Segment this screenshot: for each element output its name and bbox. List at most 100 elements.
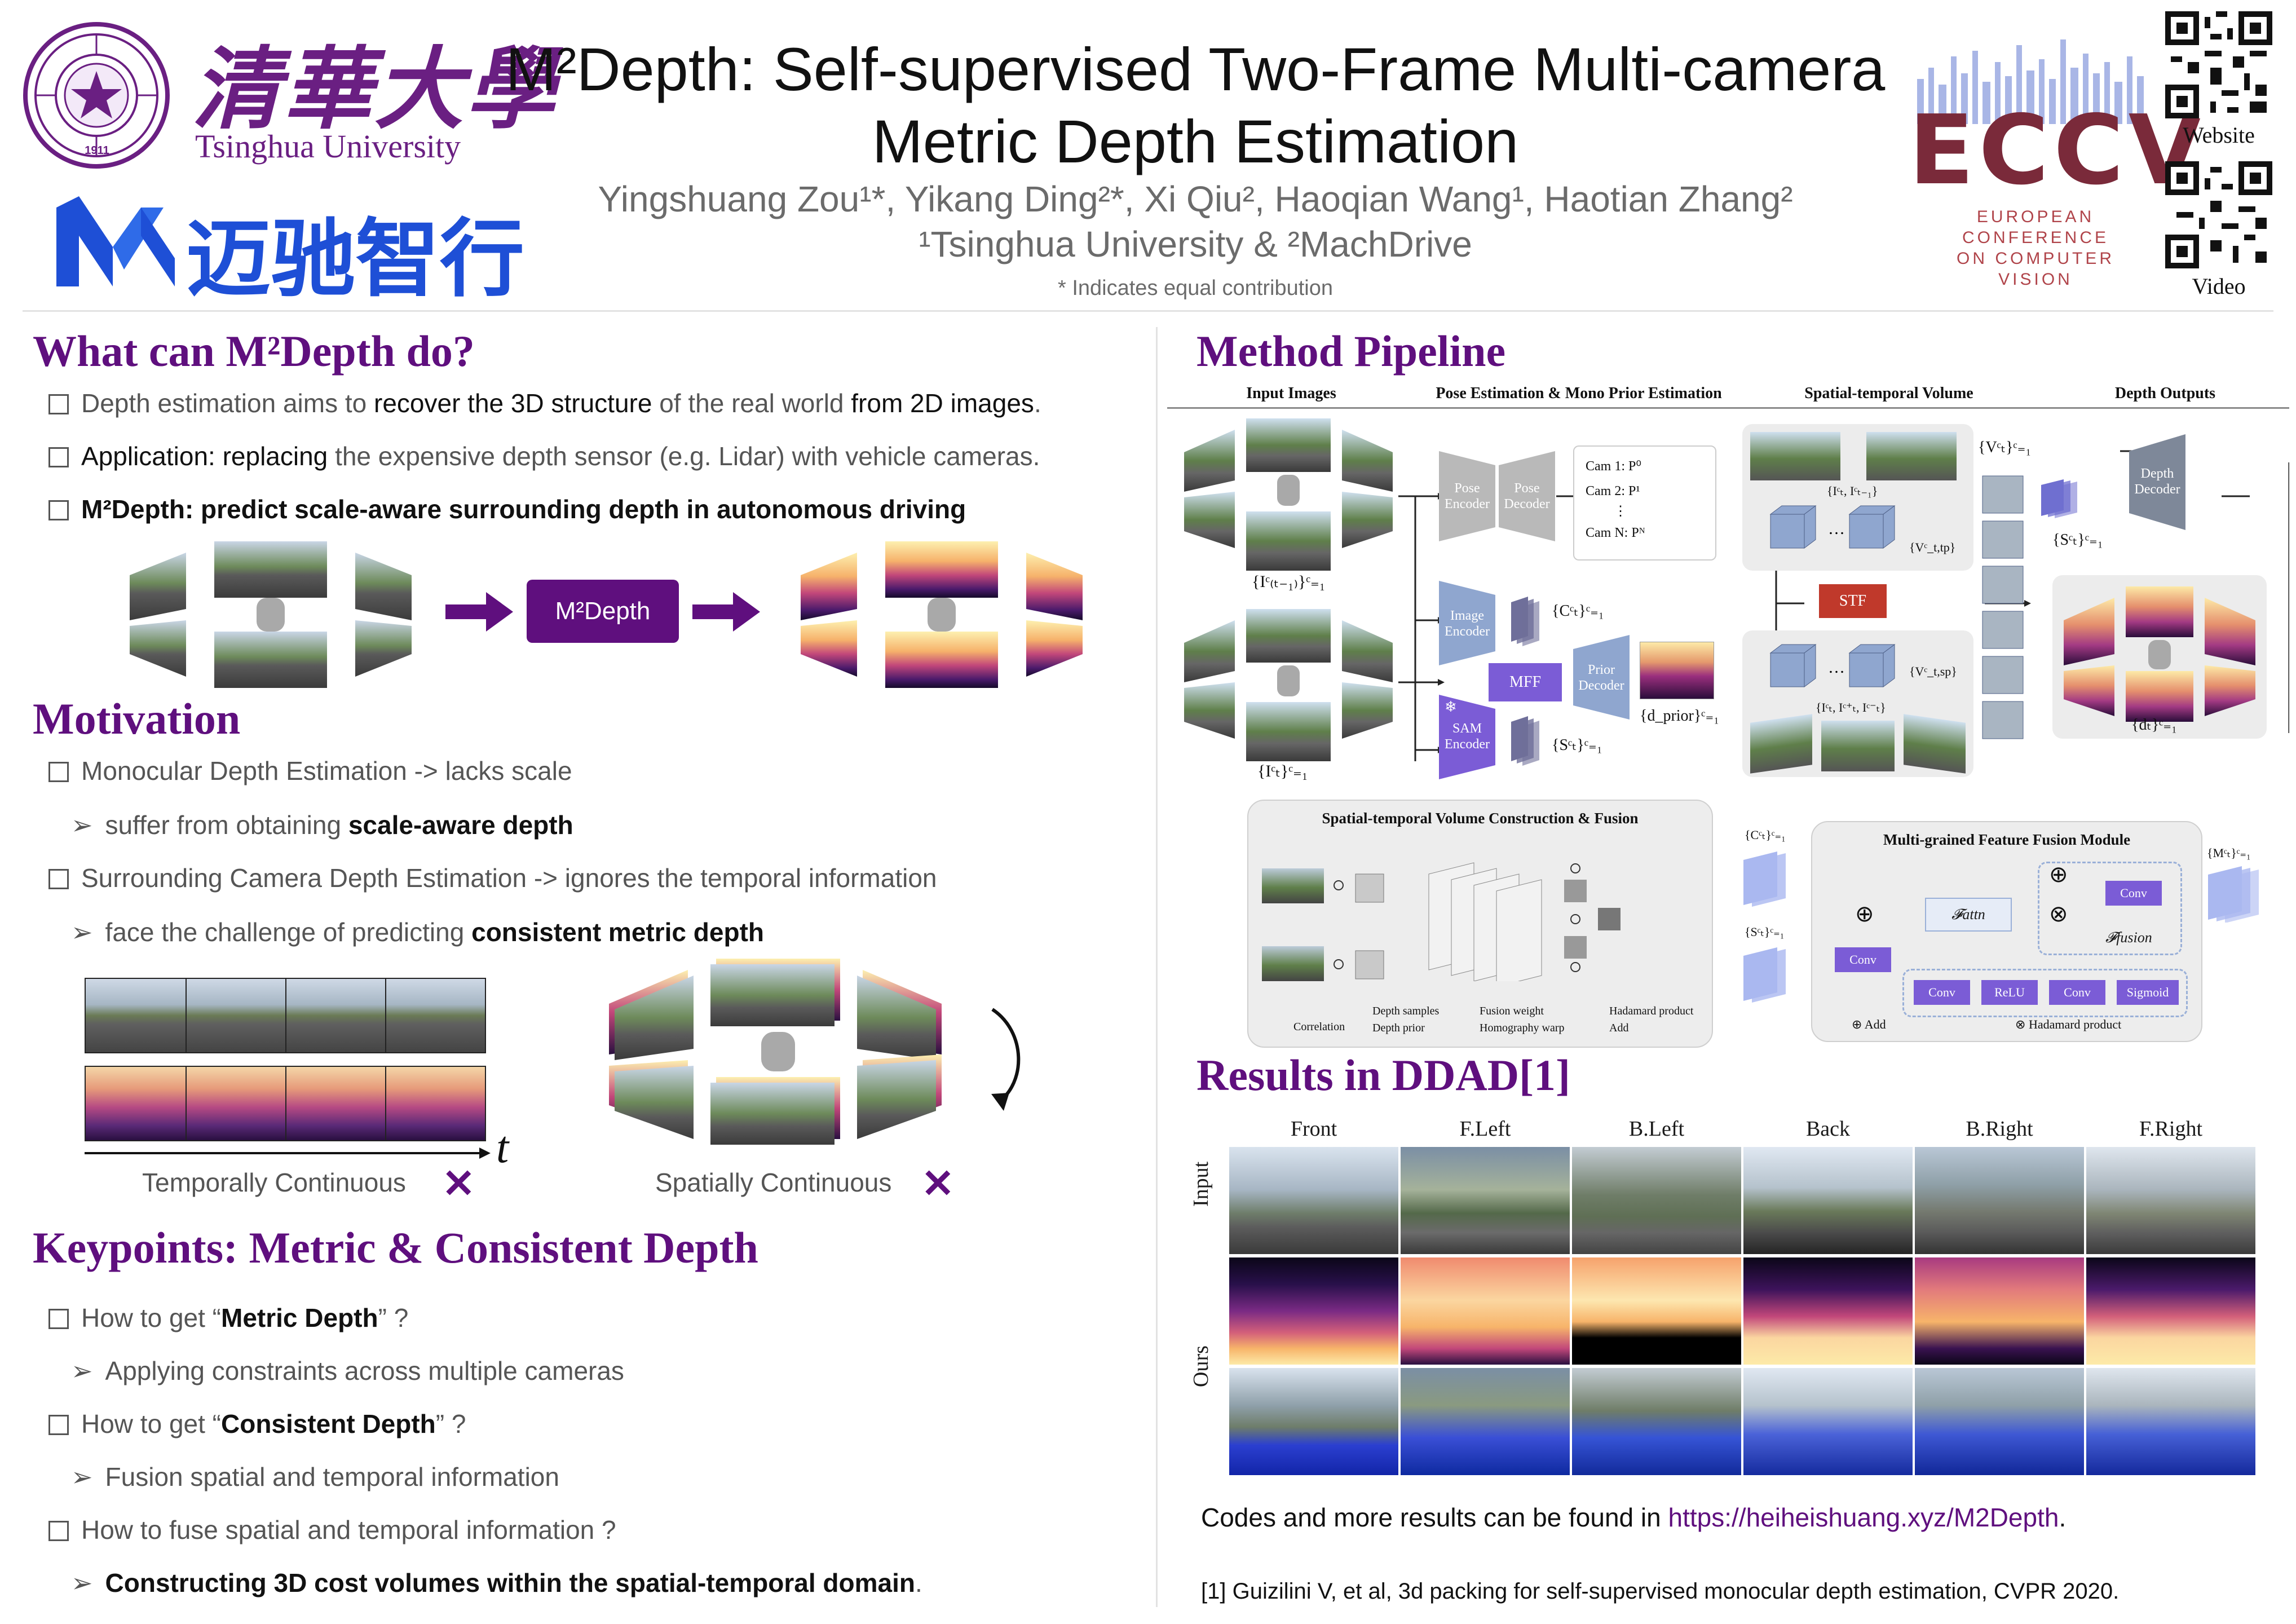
- mff-conv-block: Conv: [2105, 881, 2162, 906]
- bullet-text: Depth estimation aims to: [81, 389, 374, 418]
- code-link[interactable]: https://heiheishuang.xyz/M2Depth: [1668, 1503, 2059, 1532]
- eccv-sub-line: ON COMPUTER: [1957, 249, 2114, 268]
- add-icon: ⊕: [2049, 862, 2068, 887]
- cost-volume-cubes: …: [1765, 642, 1900, 698]
- temporal-continuous-label: Temporally Continuous: [142, 1168, 406, 1197]
- mff-conv-label: Conv: [1849, 952, 1876, 967]
- result-input-image: [1572, 1147, 1741, 1254]
- input-ring-cur: [1184, 609, 1393, 761]
- mff-panel-title: Multi-grained Feature Fusion Module: [1883, 831, 2131, 848]
- camera-pose-box: Cam 1: P⁰ Cam 2: P¹ ⋮ Cam N: Pᴺ: [1573, 445, 1716, 561]
- sam-encoder-label: SAM Encoder: [1445, 721, 1490, 752]
- spatial-camera-ring: [603, 959, 964, 1150]
- equal-contribution-note: * Indicates equal contribution: [1058, 276, 1333, 300]
- section-title-results: Results in DDAD[1]: [1196, 1051, 1570, 1100]
- result-overlay-image: [1915, 1368, 2084, 1475]
- codes-text: .: [2059, 1503, 2067, 1532]
- eccv-sub-line: CONFERENCE: [1962, 228, 2109, 247]
- mff-conv-block: Conv: [1835, 947, 1891, 972]
- mff-input-s: {Sᶜₜ}ᶜ₌₁: [1745, 925, 1785, 939]
- cam-pose-row: Cam 2: P¹: [1586, 484, 1640, 498]
- mff-fusion-dashed-box: [2038, 862, 2182, 955]
- stv-legend-fusion-weight: Fusion weight: [1480, 1005, 1544, 1017]
- depth-decoder-label: Depth Decoder: [2134, 466, 2180, 497]
- result-overlay-image: [1572, 1368, 1741, 1475]
- bullet-bold: recover the 3D structure: [374, 389, 652, 418]
- bullet-text: Surrounding Camera Depth Estimation -> i…: [81, 863, 937, 893]
- cam-pose-row: Cam N: Pᴺ: [1586, 526, 1645, 540]
- mff-block: MFF: [1489, 663, 1562, 701]
- arrow-right-icon: [445, 592, 513, 632]
- prior-decoder-label: Prior Decoder: [1578, 663, 1624, 693]
- mff-sigmoid-block: Sigmoid: [2117, 980, 2179, 1005]
- snowflake-icon: ❄: [1445, 698, 1457, 715]
- bullet-text: How to fuse spatial and temporal informa…: [81, 1515, 616, 1544]
- result-depth-map: [1229, 1257, 1398, 1365]
- symbol-c-feat: {Cᶜₜ}ᶜ₌₁: [1552, 602, 1604, 620]
- col-label-fright: F.Right: [2139, 1117, 2203, 1141]
- mff-gate-dashed-box: [1902, 969, 2188, 1017]
- volume-thumb: [1750, 714, 1812, 774]
- bullet-bold: consistent metric depth: [471, 917, 764, 947]
- symbol-d-out: {dₜ}ᶜ₌₁: [2131, 716, 2177, 734]
- mff-conv-label: Conv: [2120, 886, 2147, 900]
- affiliations: ¹Tsinghua University & ²MachDrive: [919, 224, 1472, 264]
- bullet-q-metric: How to get “Metric Depth” ?: [48, 1303, 408, 1333]
- spatial-continuous-label: Spatially Continuous: [655, 1168, 892, 1197]
- bullet-a-fuse: ➢Constructing 3D cost volumes within the…: [71, 1568, 922, 1598]
- stv-legend-add: Add: [1609, 1022, 1629, 1034]
- pipeline-header-rule: [1167, 407, 2289, 409]
- temporal-volume-panel: {Iᶜₜ, Iᶜₜ₋₁} … {Vᶜ_t,tp}: [1742, 424, 1973, 571]
- input-camera-ring: [130, 541, 412, 688]
- mff-legend-text: Add: [1864, 1017, 1886, 1031]
- eccv-logo-text: ECCV: [1909, 95, 2207, 206]
- spatial-volume-panel: … {Vᶜ_t,sp} {Iᶜₜ, Iᶜ⁺ₜ, Iᶜ⁻ₜ}: [1742, 630, 1973, 777]
- bullet-bold: Constructing 3D cost volumes within the …: [105, 1568, 915, 1597]
- section-title-keypoints: Keypoints: Metric & Consistent Depth: [33, 1223, 758, 1272]
- checkbox-icon: [48, 394, 69, 414]
- bullet-bold: Metric Depth: [221, 1303, 378, 1332]
- volume-thumb: [1821, 721, 1895, 771]
- symbol-i-pair1: {Iᶜₜ, Iᶜₜ₋₁}: [1827, 484, 1878, 498]
- pipeline-header-pose: Pose Estimation & Mono Prior Estimation: [1436, 385, 1722, 402]
- bullet-text: Application: replacing: [81, 442, 335, 471]
- result-input-image: [1229, 1147, 1398, 1254]
- qr-code-website[interactable]: [2165, 11, 2272, 118]
- mff-input-c-stack: [1743, 851, 1800, 908]
- pose-encoder-label: Pose Encoder: [1445, 481, 1490, 511]
- output-depth-ring: [801, 541, 1083, 688]
- bullet-text: .: [915, 1568, 922, 1597]
- depth-decoder-block: Depth Decoder: [2129, 434, 2185, 530]
- bullet-text: Monocular Depth Estimation -> lacks scal…: [81, 756, 572, 785]
- section-title-what: What can M²Depth do?: [33, 326, 475, 376]
- stv-legend-depth-prior: Depth prior: [1372, 1022, 1425, 1034]
- qr-website-label: Website: [2183, 122, 2255, 148]
- bullet-bold: from 2D images: [851, 389, 1034, 418]
- bullet-bold: scale-aware depth: [348, 810, 573, 840]
- bullet-text: of the real world: [652, 389, 851, 418]
- stv-construction-panel: Spatial-temporal Volume Construction & F…: [1247, 800, 1713, 1048]
- bullet-m2depth: M²Depth: predict scale-aware surrounding…: [48, 494, 966, 524]
- row-label-input: Input: [1189, 1161, 1213, 1207]
- m2depth-model-box: M²Depth: [527, 580, 679, 643]
- header-divider: [23, 310, 2273, 312]
- result-overlay-image: [1743, 1368, 1913, 1475]
- volume-thumb: [1904, 714, 1966, 774]
- arrow-bullet-icon: ➢: [71, 1356, 93, 1385]
- mff-relu-label: ReLU: [1994, 985, 2025, 999]
- col-label-bleft: B.Left: [1628, 1117, 1685, 1141]
- section-title-motivation: Motivation: [33, 694, 241, 743]
- symbol-s-out: {Sᶜₜ}ᶜ₌₁: [2052, 531, 2103, 549]
- symbol-d-prior: {d_prior}ᶜ₌₁: [1640, 707, 1720, 725]
- output-depth-panel: [2052, 575, 2267, 739]
- pipeline-header-input: Input Images: [1246, 385, 1336, 402]
- checkbox-icon: [48, 447, 69, 467]
- mff-input-c: {Cᶜₜ}ᶜ₌₁: [1745, 828, 1786, 842]
- stf-block: STF: [1819, 584, 1887, 618]
- qr-code-video[interactable]: [2165, 161, 2272, 268]
- bullet-application: Application: replacing the expensive dep…: [48, 441, 1040, 471]
- bullet-surrounding-sub: ➢face the challenge of predicting consis…: [71, 917, 764, 947]
- mff-attn-label: 𝓕attn: [1951, 906, 1985, 923]
- stv-legend-hadamard: Hadamard product: [1609, 1005, 1694, 1017]
- volume-thumb: [1866, 432, 1957, 480]
